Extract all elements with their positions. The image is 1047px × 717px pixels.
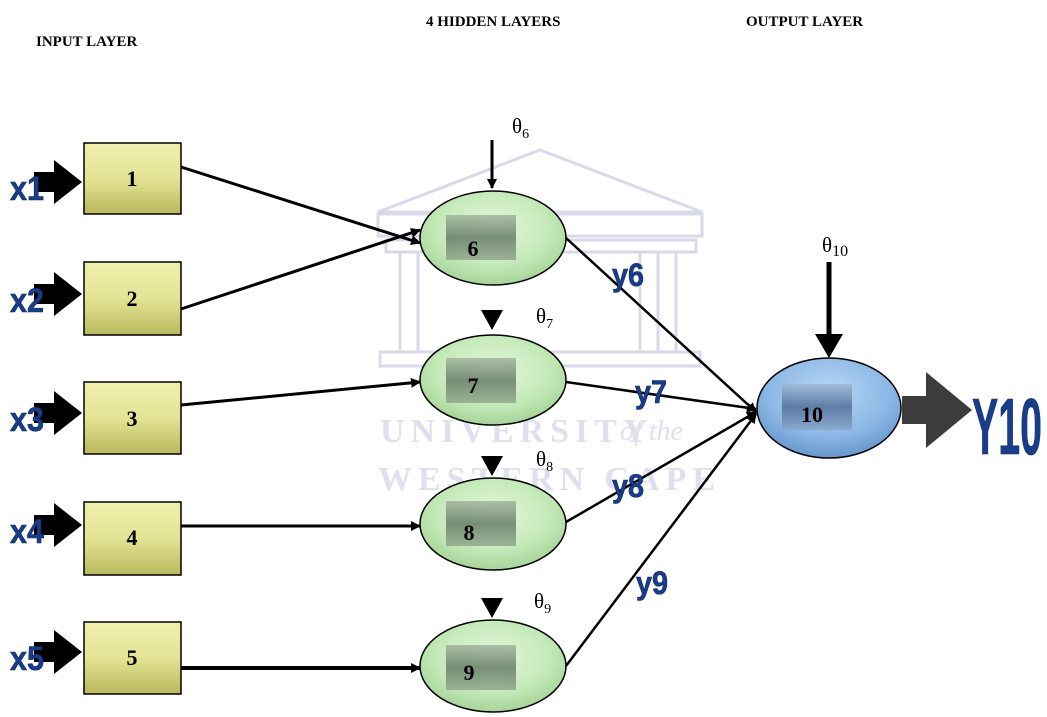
bias-arrow-8 [481, 456, 503, 476]
edge-6-10 [565, 237, 757, 413]
hidden-layers-heading: 4 HIDDEN LAYERS [426, 14, 560, 30]
input-node-1: 1 [83, 142, 182, 215]
theta-9-label: θ9 [534, 589, 551, 617]
input-arrow-5 [34, 630, 82, 674]
edge-9-10 [565, 413, 757, 667]
output-arrow [902, 372, 972, 448]
hidden-node-6-label: 6 [468, 236, 479, 261]
input-layer-heading: INPUT LAYER [36, 34, 137, 50]
hidden-bias-labels: θ6 θ7 θ8 θ9 [512, 114, 553, 617]
input-label-x1: x1 [10, 170, 44, 208]
edge-3-7 [180, 377, 421, 407]
input-node-4: 4 [83, 501, 182, 576]
hidden-output-labels: y6 y7 y8 y9 [612, 257, 669, 602]
hidden-node-6: 6 [419, 190, 567, 286]
bias-arrow-10-head [815, 334, 843, 358]
watermark-of-the: of the [620, 416, 683, 447]
hidden-bias-arrows [481, 140, 503, 618]
hidden-node-9-label: 9 [464, 660, 475, 685]
bias-arrow-9 [481, 598, 503, 618]
hidden-node-9: 9 [419, 619, 567, 713]
edge-7-10 [565, 380, 757, 413]
input-labels: x1 x2 x3 x4 x5 [10, 170, 45, 679]
edge-1-6 [180, 165, 421, 246]
input-node-3-label: 3 [127, 406, 138, 431]
theta-6-label: θ6 [512, 114, 529, 142]
edge-8-10 [565, 410, 757, 524]
input-node-4-label: 4 [127, 525, 138, 550]
y8-label: y8 [612, 468, 644, 504]
y7-label: y7 [635, 374, 667, 410]
bias-arrow-7 [481, 310, 503, 330]
theta-8-label: θ8 [536, 447, 553, 475]
output-node-10: 10 [756, 357, 902, 459]
hidden-node-8-label: 8 [464, 520, 475, 545]
input-arrow-1 [34, 160, 82, 204]
input-node-5-label: 5 [127, 645, 138, 670]
y6-label: y6 [612, 257, 644, 293]
hidden-node-7: 7 [419, 334, 567, 426]
input-label-x3: x3 [10, 401, 44, 439]
output-label-y10: Y10 [972, 382, 1042, 471]
input-arrow-4 [34, 503, 82, 547]
y9-label: y9 [636, 565, 668, 601]
input-node-3: 3 [83, 381, 182, 455]
input-label-x2: x2 [10, 282, 44, 320]
input-node-1-label: 1 [127, 166, 138, 191]
input-arrows [34, 160, 82, 674]
input-arrow-3 [34, 391, 82, 435]
theta-10-label: θ10 [822, 233, 848, 260]
edge-2-6 [180, 228, 421, 311]
output-layer-heading: OUTPUT LAYER [746, 14, 863, 30]
input-node-2-label: 2 [127, 286, 138, 311]
input-node-5: 5 [83, 621, 182, 695]
input-label-x4: x4 [10, 513, 44, 551]
output-node-10-label: 10 [801, 402, 823, 427]
hidden-node-8: 8 [419, 477, 567, 571]
input-node-2: 2 [83, 261, 182, 336]
hidden-output-connections [565, 237, 757, 667]
hidden-node-7-label: 7 [468, 373, 479, 398]
input-hidden-connections [180, 165, 421, 673]
input-arrow-2 [34, 272, 82, 316]
theta-7-label: θ7 [536, 304, 553, 332]
input-label-x5: x5 [10, 640, 44, 678]
